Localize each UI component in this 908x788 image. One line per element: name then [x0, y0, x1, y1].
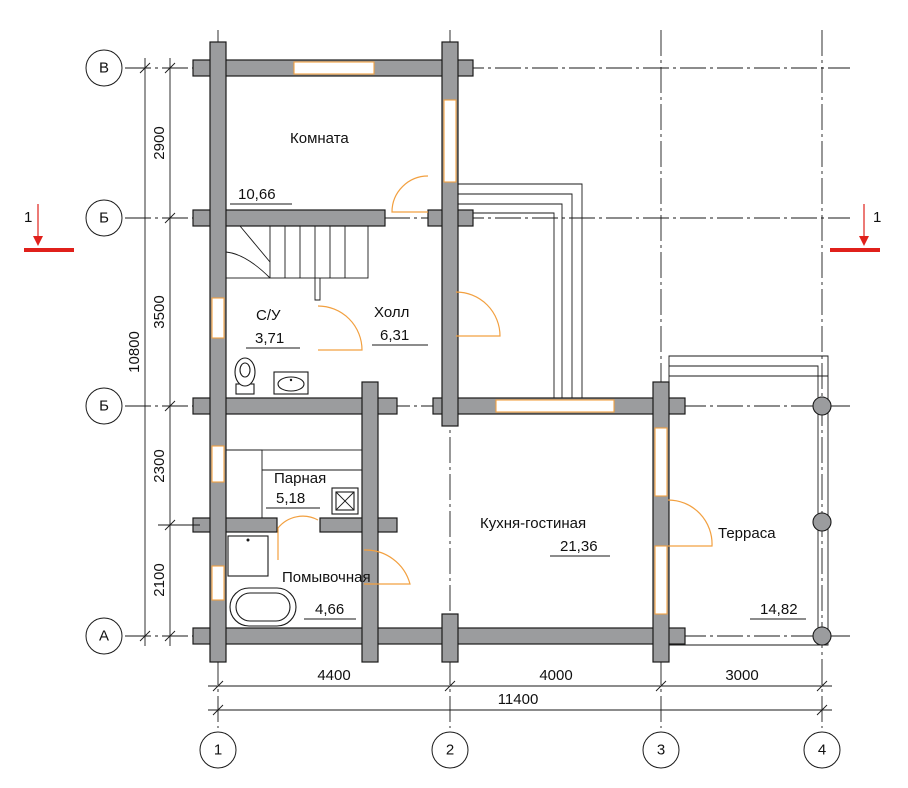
dim-v-2100: 2100 [151, 563, 168, 596]
stove [331, 487, 359, 515]
room-area-komnata: 10,66 [238, 186, 276, 203]
room-area-holl: 6,31 [380, 327, 409, 344]
terrace-columns [812, 396, 832, 646]
shower-tray [227, 535, 269, 577]
room-name-holl: Холл [374, 304, 409, 321]
porch-steps [458, 183, 583, 400]
staircase [225, 225, 369, 301]
row-axis-label: Б [99, 210, 109, 227]
dim-v-2300: 2300 [151, 449, 168, 482]
bathtub [229, 587, 297, 627]
dim-h-4000: 4000 [539, 667, 572, 684]
col-axis-label: 1 [214, 742, 222, 759]
dim-v-2900: 2900 [151, 126, 168, 159]
room-name-kuhnya: Кухня-гостиная [480, 515, 586, 532]
row-axis-label: А [99, 628, 109, 645]
room-name-su: С/У [256, 307, 281, 324]
row-axis-label: В [99, 60, 109, 77]
doors [277, 175, 713, 585]
col-axis-label: 2 [446, 742, 454, 759]
col-axis-bubbles: 1 2 3 4 [199, 731, 841, 769]
toilet [234, 357, 256, 395]
room-area-terrasa: 14,82 [760, 601, 798, 618]
room-area-parnaya: 5,18 [276, 490, 305, 507]
room-name-pomyvochnaya: Помывочная [282, 569, 371, 586]
col-axis-label: 4 [818, 742, 826, 759]
dim-h-4400: 4400 [317, 667, 350, 684]
sauna-benches [225, 413, 363, 519]
row-axis-bubbles: В Б Б А [85, 49, 123, 655]
dim-v-3500: 3500 [151, 295, 168, 328]
horizontal-dimensions: 4400 4000 3000 11400 [208, 667, 832, 716]
section-mark-left: 1 [24, 204, 74, 252]
sink [273, 371, 309, 395]
room-name-parnaya: Парная [274, 470, 326, 487]
terrace-outline [668, 355, 829, 646]
dim-h-3000: 3000 [725, 667, 758, 684]
room-area-pomyvochnaya: 4,66 [315, 601, 344, 618]
col-axis-label: 3 [657, 742, 665, 759]
fixtures [225, 357, 363, 627]
axis-lines [125, 30, 850, 728]
windows [211, 61, 668, 615]
section-mark-right-label: 1 [873, 209, 881, 226]
room-area-kuhnya: 21,36 [560, 538, 598, 555]
room-name-komnata: Комната [290, 130, 349, 147]
vertical-dimensions: 2900 3500 2300 2100 10800 [126, 58, 200, 646]
section-mark-right: 1 [830, 204, 881, 252]
room-area-su: 3,71 [255, 330, 284, 347]
dim-v-10800: 10800 [126, 331, 143, 373]
room-name-terrasa: Терраса [718, 525, 776, 542]
row-axis-label: Б [99, 398, 109, 415]
section-mark-left-label: 1 [24, 209, 32, 226]
dim-h-11400: 11400 [498, 691, 539, 708]
room-labels: Комната 10,66 С/У 3,71 Холл 6,31 Парная … [230, 130, 806, 620]
